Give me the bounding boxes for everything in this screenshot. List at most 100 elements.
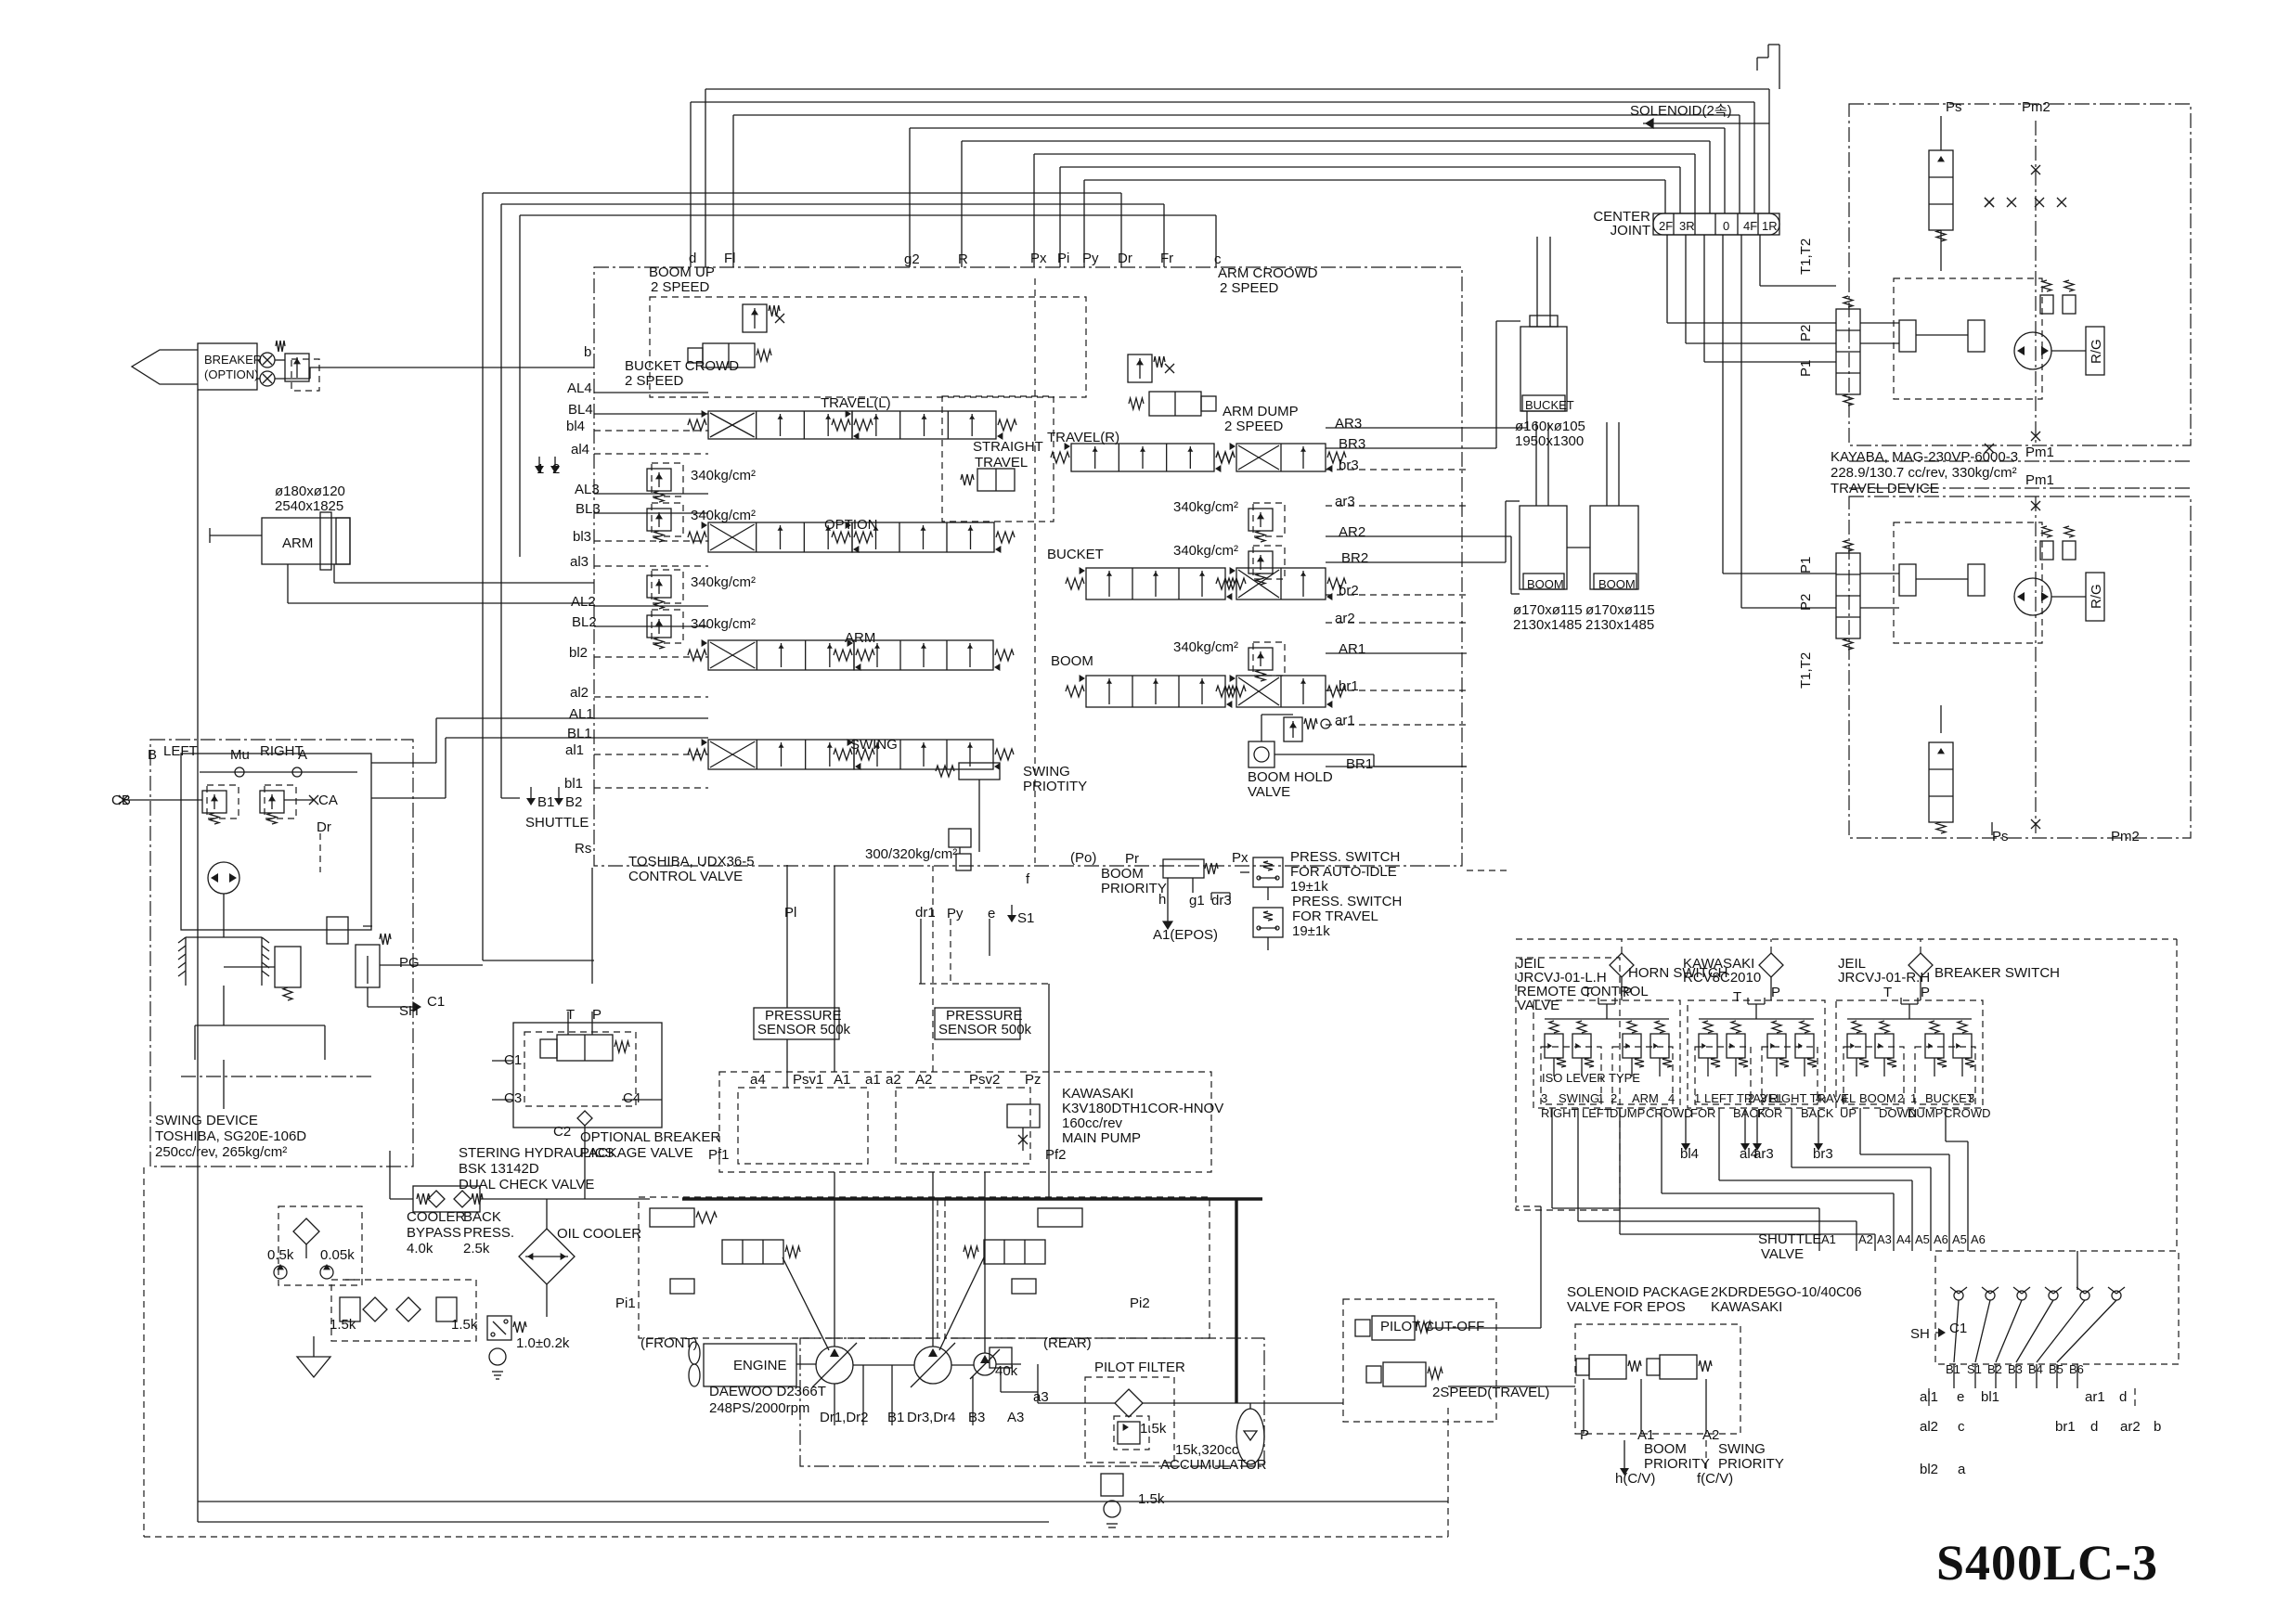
p1-bot: P1 (1798, 557, 1814, 574)
swing-priority-2: PRIOTITY (1023, 779, 1087, 794)
port-h: h (1158, 892, 1166, 908)
out-e: e (1957, 1389, 1964, 1405)
shuttle-a3: A3 (1877, 1232, 1892, 1246)
arm-dump-2: 2 SPEED (1224, 419, 1284, 434)
port-br3u: BR3 (1339, 436, 1365, 452)
cv-port-d: d (689, 251, 696, 266)
pump-a2: a2 (886, 1072, 901, 1088)
lead-al4: al4 (1740, 1146, 1758, 1162)
accum-1: 15k,320cc (1175, 1442, 1239, 1458)
port-po: (Po) (1070, 850, 1096, 866)
rcv-3b: 3 (1760, 1091, 1766, 1105)
bucket-dim-1: ø160xø105 (1515, 419, 1585, 434)
back-a: BACK (463, 1209, 501, 1225)
jeil-lh-4: VALVE (1517, 998, 1559, 1013)
rcv-4b: 4 (1816, 1091, 1822, 1105)
relief-300: 300/320kg/cm² (865, 846, 957, 862)
port-pr: Pr (1125, 851, 1139, 867)
press-auto-3: 19±1k (1290, 879, 1328, 895)
cv-port-r: R (958, 251, 968, 267)
rcv-t1: T (1584, 985, 1592, 1000)
shuttle-a4: A4 (1896, 1232, 1911, 1246)
kayaba-1: KAYABA, MAG-230VP-6000-3 (1831, 449, 2018, 465)
port-br2l: br2 (1339, 583, 1359, 599)
cv-port-pi: Pi (1057, 251, 1069, 266)
rcv-4c: 4 (1841, 1091, 1847, 1105)
bucket-dim-2: 1950x1300 (1515, 433, 1584, 449)
pm1-a: Pm1 (2025, 445, 2054, 460)
shuttle-a6b: A6 (1971, 1232, 1986, 1246)
solpkg-4: KAWASAKI (1711, 1299, 1782, 1315)
jeil-lh-3: REMOTE CONTROL (1517, 984, 1649, 999)
boom-cyl-r: BOOM (1598, 577, 1636, 591)
daewoo-2: 248PS/2000rpm (709, 1400, 809, 1416)
port-px2: Px (1232, 850, 1249, 866)
lead-bl4: bl4 (1680, 1146, 1699, 1162)
rg-top: R/G (2089, 339, 2104, 364)
port-b1s: B1 (537, 794, 554, 810)
rcv-bucket: BUCKET (1925, 1091, 1974, 1105)
toshiba-cv-1: TOSHIBA, UDX36-5 (628, 854, 755, 870)
port-pg: PG (399, 955, 420, 971)
press-travel-3: 19±1k (1292, 923, 1330, 939)
relief-340-5: 340kg/cm² (1173, 499, 1238, 515)
rcv-1b: 1 (1694, 1091, 1701, 1105)
rcv-arm: ARM (1632, 1091, 1659, 1105)
port-dr-swing: Dr (317, 819, 331, 835)
swing-device-2: TOSHIBA, SG20E-106D (155, 1128, 306, 1144)
arm-cyl: ARM (282, 535, 313, 551)
rcv-2a: 2 (1611, 1091, 1617, 1105)
port-dr1: dr1 (915, 905, 936, 921)
port-ar3l: ar3 (1335, 494, 1355, 509)
ps-bot: Ps (1992, 829, 2009, 844)
cv-port-fl: Fl (724, 251, 736, 266)
port-rs: Rs (575, 841, 591, 857)
bucket-crowd-2: 2 SPEED (625, 373, 684, 389)
port-mu: Mu (230, 747, 250, 763)
arm-dim-2: 2540x1825 (275, 498, 343, 514)
cv-port-b: b (584, 344, 591, 360)
rcv-back2: BACK (1801, 1106, 1834, 1120)
psensor1-1: PRESSURE (765, 1008, 842, 1024)
shuttle-b6: B6 (2069, 1362, 2084, 1376)
out-d2: d (2090, 1419, 2098, 1435)
shuttle-a6: A6 (1934, 1232, 1948, 1246)
rcv-right: RIGHT (1541, 1106, 1579, 1120)
port-ar2: AR2 (1339, 524, 1365, 540)
obpv-c4: C4 (623, 1090, 640, 1106)
jeil-lh-2: JRCVJ-01-L.H (1517, 970, 1607, 986)
swing-device-3: 250cc/rev, 265kg/cm² (155, 1144, 287, 1160)
port-br1u: BR1 (1346, 756, 1373, 772)
rcv-back1: BACK (1733, 1106, 1766, 1120)
sol-p: P (1580, 1427, 1589, 1443)
port-bl1u: BL1 (567, 726, 592, 741)
relief-340-6: 340kg/cm² (1173, 543, 1238, 559)
press-travel-1: PRESS. SWITCH (1292, 894, 1402, 909)
valve-travel-r: TRAVEL(R) (1047, 430, 1119, 445)
jeil-lh-1: JEIL (1517, 956, 1545, 972)
arm-dim-1: ø180xø120 (275, 483, 345, 499)
press-travel-2: FOR TRAVEL (1292, 909, 1378, 924)
port-al3l: al3 (570, 554, 589, 570)
t1t2-bot: T1,T2 (1798, 652, 1814, 689)
rcv-1a: 1 (1598, 1091, 1604, 1105)
port-a: A (298, 747, 307, 763)
sheet-title: S400LC-3 (1936, 1535, 2158, 1591)
kawasaki-pump-1: KAWASAKI (1062, 1086, 1133, 1102)
cooler-a: COOLER (407, 1209, 466, 1225)
swing-device-1: SWING DEVICE (155, 1113, 258, 1128)
pm2-bot: Pm2 (2111, 829, 2140, 844)
out-bl1: bl1 (1981, 1389, 1999, 1405)
relief-340-4: 340kg/cm² (691, 616, 756, 632)
valve-option: OPTION (824, 517, 878, 533)
port-al1l: al1 (565, 742, 584, 758)
rg-bot: R/G (2089, 584, 2104, 609)
port-al4l: al4 (571, 442, 589, 458)
rcv-swing: SWING (1559, 1091, 1599, 1105)
arrow-2: 2 (552, 461, 560, 477)
relief-40k: 40k (995, 1363, 1018, 1379)
valve-bucket: BUCKET (1047, 547, 1104, 562)
swing-right: RIGHT (260, 743, 304, 759)
rcv-p2: P (1771, 985, 1780, 1000)
sol-a2: A2 (1702, 1427, 1719, 1443)
